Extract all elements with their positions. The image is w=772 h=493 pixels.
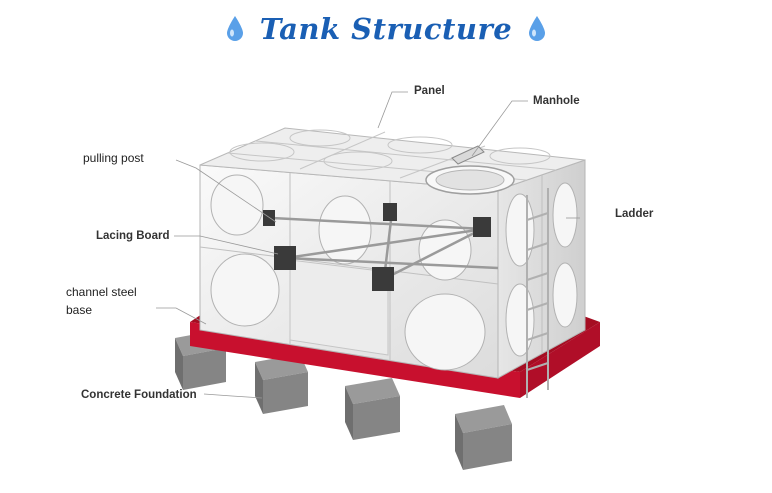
lacing-board [263, 203, 491, 291]
leader-lines [156, 91, 580, 399]
label-panel: Panel [414, 85, 445, 97]
pulling-post [271, 211, 499, 281]
ladder [526, 188, 549, 398]
label-channel-steel-base: base [66, 303, 93, 317]
manhole [425, 145, 515, 195]
water-drop-icon [528, 16, 545, 41]
label-concrete-foundation: Concrete Foundation [81, 389, 197, 401]
label-lacing-board: Lacing Board [96, 230, 170, 242]
label-channel-steel: channel steel [66, 285, 137, 299]
page-title: Tank Structure [259, 12, 513, 46]
water-drop-icon [227, 16, 244, 41]
label-pulling-post: pulling post [83, 151, 144, 165]
inner-cutaway [289, 259, 389, 356]
title-bar: Tank Structure [0, 12, 772, 56]
label-manhole: Manhole [533, 95, 580, 107]
label-ladder: Ladder [615, 208, 654, 220]
